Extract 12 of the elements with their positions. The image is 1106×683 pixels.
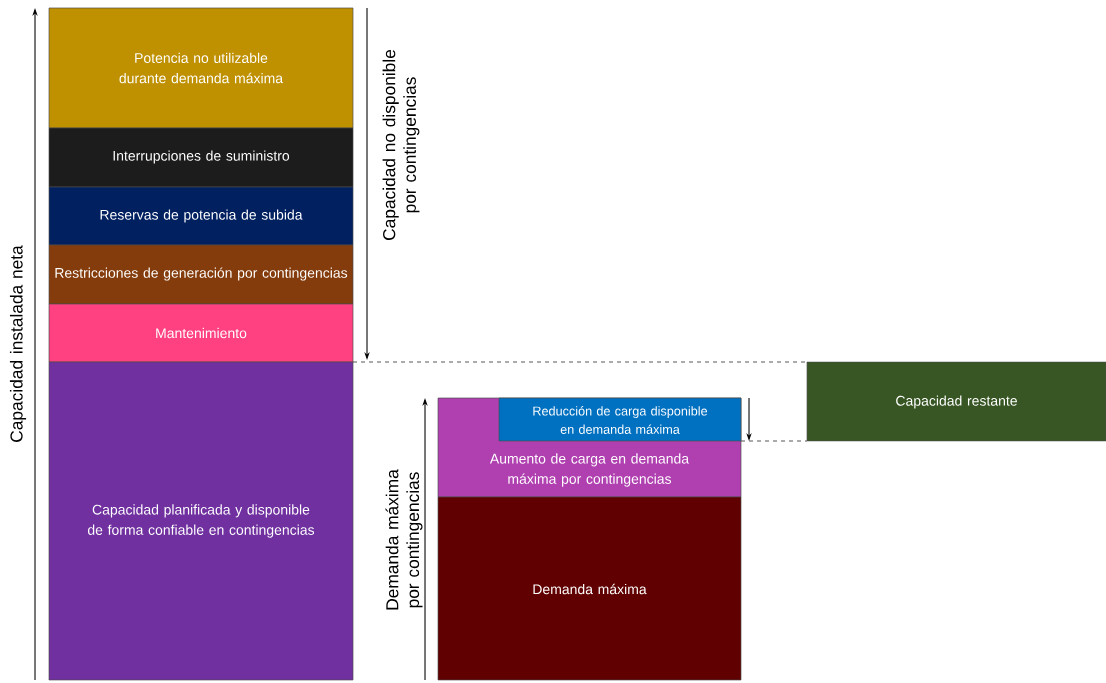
bar-segment: Capacidad restante — [806, 361, 1106, 442]
axis-label: Capacidad instalada neta — [9, 245, 27, 442]
bar-segment: Capacidad planificada y disponible de forma confiable en contingencias — [48, 361, 354, 681]
bar-segment: Reservas de potencia de subida — [48, 186, 354, 246]
bar-segment: Mantenimiento — [48, 303, 354, 363]
bar-segment: Restricciones de generación por contingencias — [48, 244, 354, 305]
bar-segment: Potencia no utilizable durante demanda máxima — [48, 7, 354, 129]
bar-segment: Interrupciones de suministro — [48, 127, 354, 188]
axis-label: Demanda máxima por contingencias — [385, 469, 423, 610]
bar-segment: Reducción de carga disponible en demanda máxima — [498, 397, 742, 442]
bar-segment: Demanda máxima — [437, 496, 742, 681]
axis-label: Capacidad no disponible por contingencias — [382, 49, 420, 240]
